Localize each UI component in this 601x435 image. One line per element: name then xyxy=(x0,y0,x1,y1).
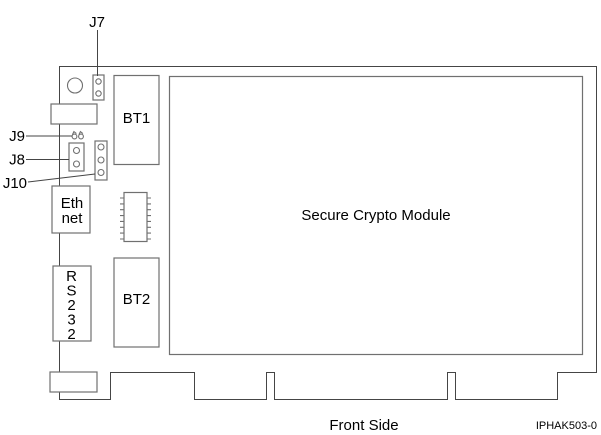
rs232-letter: S xyxy=(66,283,76,300)
jumper-j8-pin xyxy=(72,160,81,168)
battery-bt1-box xyxy=(113,74,160,166)
j7-label: J7 xyxy=(89,14,105,31)
battery-bt2-label: BT2 xyxy=(123,291,151,308)
jumper-j7-pin xyxy=(95,90,102,97)
mounting-hole xyxy=(66,77,84,94)
ethernet-port-box xyxy=(51,185,91,234)
ic-chip xyxy=(120,191,151,243)
jumper-j10-pin xyxy=(97,168,105,177)
card-outline xyxy=(59,66,597,400)
jumper-j8-pin xyxy=(72,146,81,155)
jumper-j9-pads xyxy=(71,130,84,140)
j9-label: J9 xyxy=(9,128,25,145)
bracket-connector-bottom xyxy=(49,371,98,393)
figure-id: IPHAK503-0 xyxy=(536,420,597,432)
j10-leader-line xyxy=(27,173,96,183)
rs232-port-box xyxy=(52,265,92,342)
bracket-connector-top xyxy=(50,103,98,125)
secure-crypto-module-box xyxy=(168,75,584,356)
jumper-j7-block xyxy=(92,74,105,101)
j10-label: J10 xyxy=(3,175,27,192)
jumper-j10-pin xyxy=(97,156,105,164)
ic-chip-pins-right xyxy=(147,197,151,240)
battery-bt1-label: BT1 xyxy=(123,110,151,127)
rs232-letter: 2 xyxy=(67,326,75,343)
j8-label: J8 xyxy=(9,152,25,169)
battery-bt2-box xyxy=(113,257,160,348)
rs232-letter: R xyxy=(66,268,77,285)
secure-crypto-module-label: Secure Crypto Module xyxy=(301,207,450,224)
jumper-j10-pin xyxy=(97,143,105,151)
rs232-letter: 2 xyxy=(67,297,75,314)
ic-chip-pins-left xyxy=(120,197,124,240)
ethernet-label-line2: net xyxy=(62,210,84,227)
ic-chip-body xyxy=(123,191,148,243)
ethernet-label-line1: Eth xyxy=(61,195,84,212)
jumper-j8-block xyxy=(68,142,85,172)
rs232-letter: 3 xyxy=(67,312,75,329)
jumper-j7-pin xyxy=(95,78,102,85)
figure-caption: Front Side xyxy=(329,417,398,434)
